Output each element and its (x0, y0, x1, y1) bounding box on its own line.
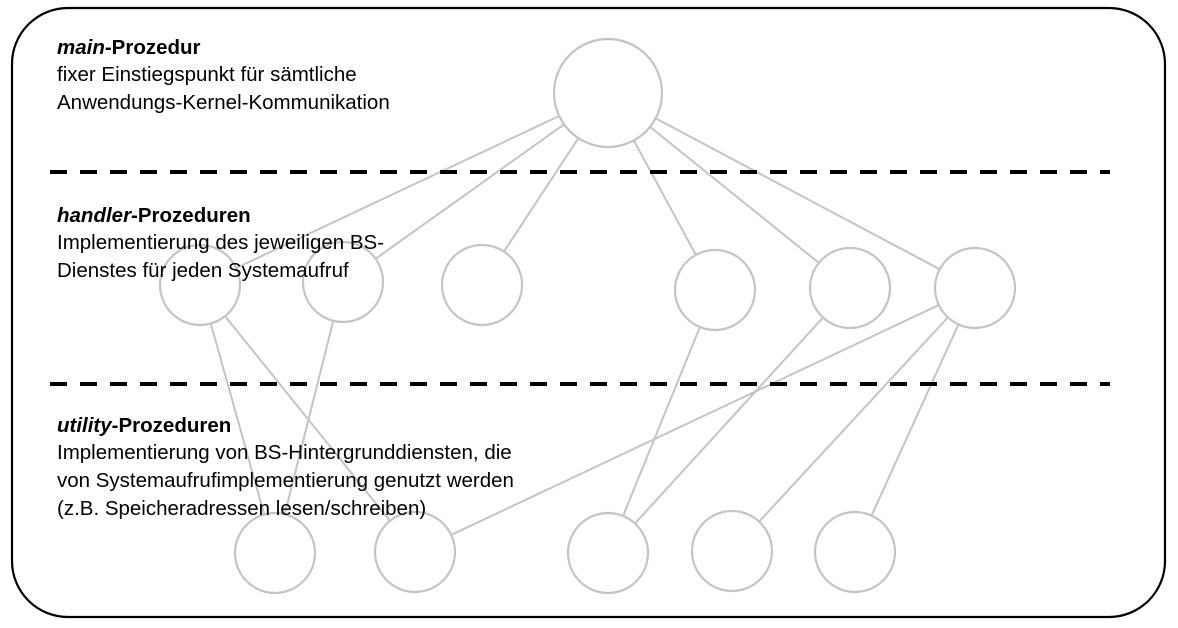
rounded-border (10, 6, 1167, 619)
graph-node-h1[interactable] (301, 240, 385, 324)
graph-node-m0[interactable] (552, 37, 664, 149)
graph-node-h0[interactable] (158, 243, 242, 327)
graph-edge (632, 139, 697, 256)
section-handler-title-emphasis: handler (57, 204, 132, 227)
graph-node-u1[interactable] (373, 510, 457, 594)
graph-edge (209, 323, 266, 515)
section-main-title-emphasis: main (57, 36, 105, 59)
section-utility-title-emphasis: utility (57, 414, 112, 437)
section-handler-line-1: Implementierung des jeweiligen BS- (57, 231, 385, 254)
graph-node-u0[interactable] (233, 511, 317, 595)
section-utility-title: utility-Prozeduren (57, 412, 514, 439)
graph-edge (374, 123, 565, 260)
section-main: main-Prozedur fixer Einstiegspunkt für s… (57, 34, 390, 117)
graph-node-h4[interactable] (808, 246, 892, 330)
diagram-outline (10, 6, 1167, 619)
section-utility: utility-Prozeduren Implementierung von B… (57, 412, 514, 523)
graph-node-h3[interactable] (673, 248, 757, 332)
section-main-line-2: Anwendungs-Kernel-Kommunikation (57, 91, 390, 114)
section-handler-line-2: Dienstes für jeden Systemaufruf (57, 259, 349, 282)
section-main-title-rest: -Prozedur (104, 36, 201, 59)
graph-node-u2[interactable] (566, 511, 650, 595)
section-utility-line-2: von Systemaufrufimplementierung genutzt … (57, 469, 514, 492)
section-utility-line-1: Implementierung von BS-Hintergrunddienst… (57, 441, 512, 464)
section-main-line-1: fixer Einstiegspunkt für sämtliche (57, 63, 357, 86)
edges-layer (209, 115, 960, 536)
graph-edge (655, 117, 941, 271)
graph-edge (634, 316, 824, 525)
graph-edge (224, 315, 391, 522)
dividers-layer (50, 170, 1110, 386)
graph-edge (283, 320, 335, 515)
graph-edge (450, 304, 940, 536)
section-utility-line-3: (z.B. Speicheradressen lesen/schreiben) (57, 497, 427, 520)
graph-node-u3[interactable] (690, 509, 774, 593)
section-handler: handler-Prozeduren Implementierung des j… (57, 202, 384, 285)
section-handler-title: handler-Prozeduren (57, 202, 384, 229)
graph-edge (649, 126, 820, 264)
graph-node-h2[interactable] (440, 243, 524, 327)
graph-edge (870, 324, 960, 516)
section-handler-title-rest: -Prozeduren (131, 204, 251, 227)
graph-edge (758, 316, 949, 523)
section-main-title: main-Prozedur (57, 34, 390, 61)
graph-edge (622, 326, 701, 517)
nodes-layer (158, 37, 1017, 595)
graph-edge (503, 137, 580, 253)
section-utility-title-rest: -Prozeduren (111, 414, 232, 437)
graph-node-h5[interactable] (933, 246, 1017, 330)
graph-node-u4[interactable] (813, 510, 897, 594)
graph-edge (235, 115, 560, 269)
